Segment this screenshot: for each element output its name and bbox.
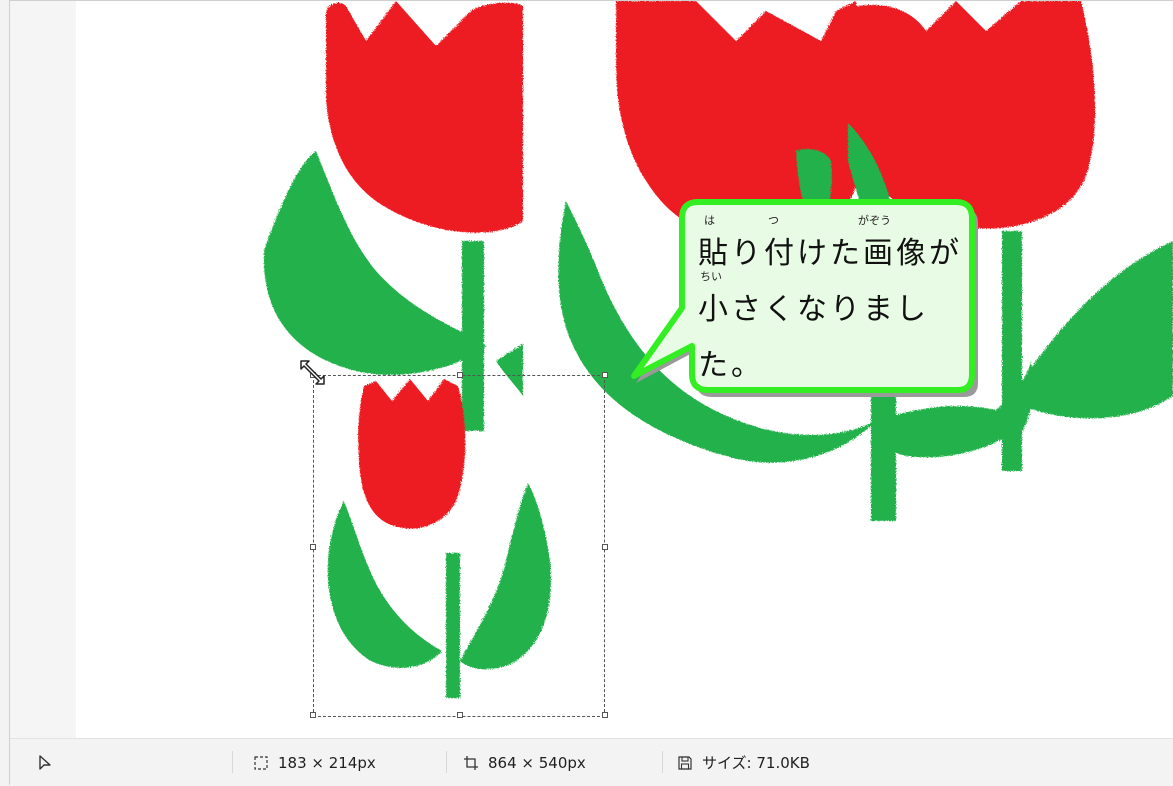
callout-line-2: ちい 小さくなりまし (698, 268, 968, 327)
ruby-ha: は (704, 214, 715, 227)
status-bar: 183 × 214px 864 × 540px サイズ: 71.0KB (10, 738, 1173, 785)
status-separator (446, 751, 447, 773)
callout-line-3-text: た。 (698, 348, 764, 383)
pointer-position[interactable] (36, 739, 54, 786)
resize-handle-bottom-left[interactable] (310, 712, 316, 718)
resize-handle-top-right[interactable] (602, 372, 608, 378)
pasted-tulip (327, 379, 551, 698)
selection-box[interactable] (310, 372, 608, 718)
callout-line-1-text: 貼り付けた画像が (698, 236, 962, 271)
selection-size-text: 183 × 214px (278, 753, 376, 772)
speech-callout (631, 199, 978, 397)
resize-handle-bottom-right[interactable] (602, 712, 608, 718)
callout-line-2-text: 小さくなりまし (698, 292, 929, 327)
file-size-text: サイズ: 71.0KB (702, 754, 810, 772)
ruby-chii: ちい (700, 270, 722, 283)
left-tulip (263, 1, 523, 431)
image-size: 864 × 540px (462, 739, 586, 786)
selection-size-icon (252, 754, 270, 772)
status-separator (232, 751, 233, 773)
callout-line-3: た。 (698, 324, 968, 383)
canvas-size-icon (462, 754, 480, 772)
window-top-border (10, 0, 1173, 1)
callout-text: は つ がぞう 貼り付けた画像が ちい 小さくなりまし た。 (698, 212, 968, 383)
window-left-border (0, 0, 10, 785)
status-separator (662, 751, 663, 773)
pointer-icon (36, 754, 54, 772)
resize-handle-bottom[interactable] (457, 712, 463, 718)
image-size-text: 864 × 540px (488, 753, 586, 772)
resize-handle-top[interactable] (457, 372, 463, 378)
save-icon (676, 754, 694, 772)
resize-cursor-icon (300, 360, 325, 385)
callout-line-1: は つ がぞう 貼り付けた画像が (698, 212, 968, 271)
ruby-tsu: つ (768, 214, 779, 227)
selection-size: 183 × 214px (252, 739, 376, 786)
ruby-gazou: がぞう (858, 214, 891, 227)
canvas-area[interactable] (11, 1, 1173, 738)
file-size: サイズ: 71.0KB (676, 739, 810, 786)
resize-handle-left[interactable] (310, 544, 316, 550)
resize-handle-right[interactable] (602, 544, 608, 550)
